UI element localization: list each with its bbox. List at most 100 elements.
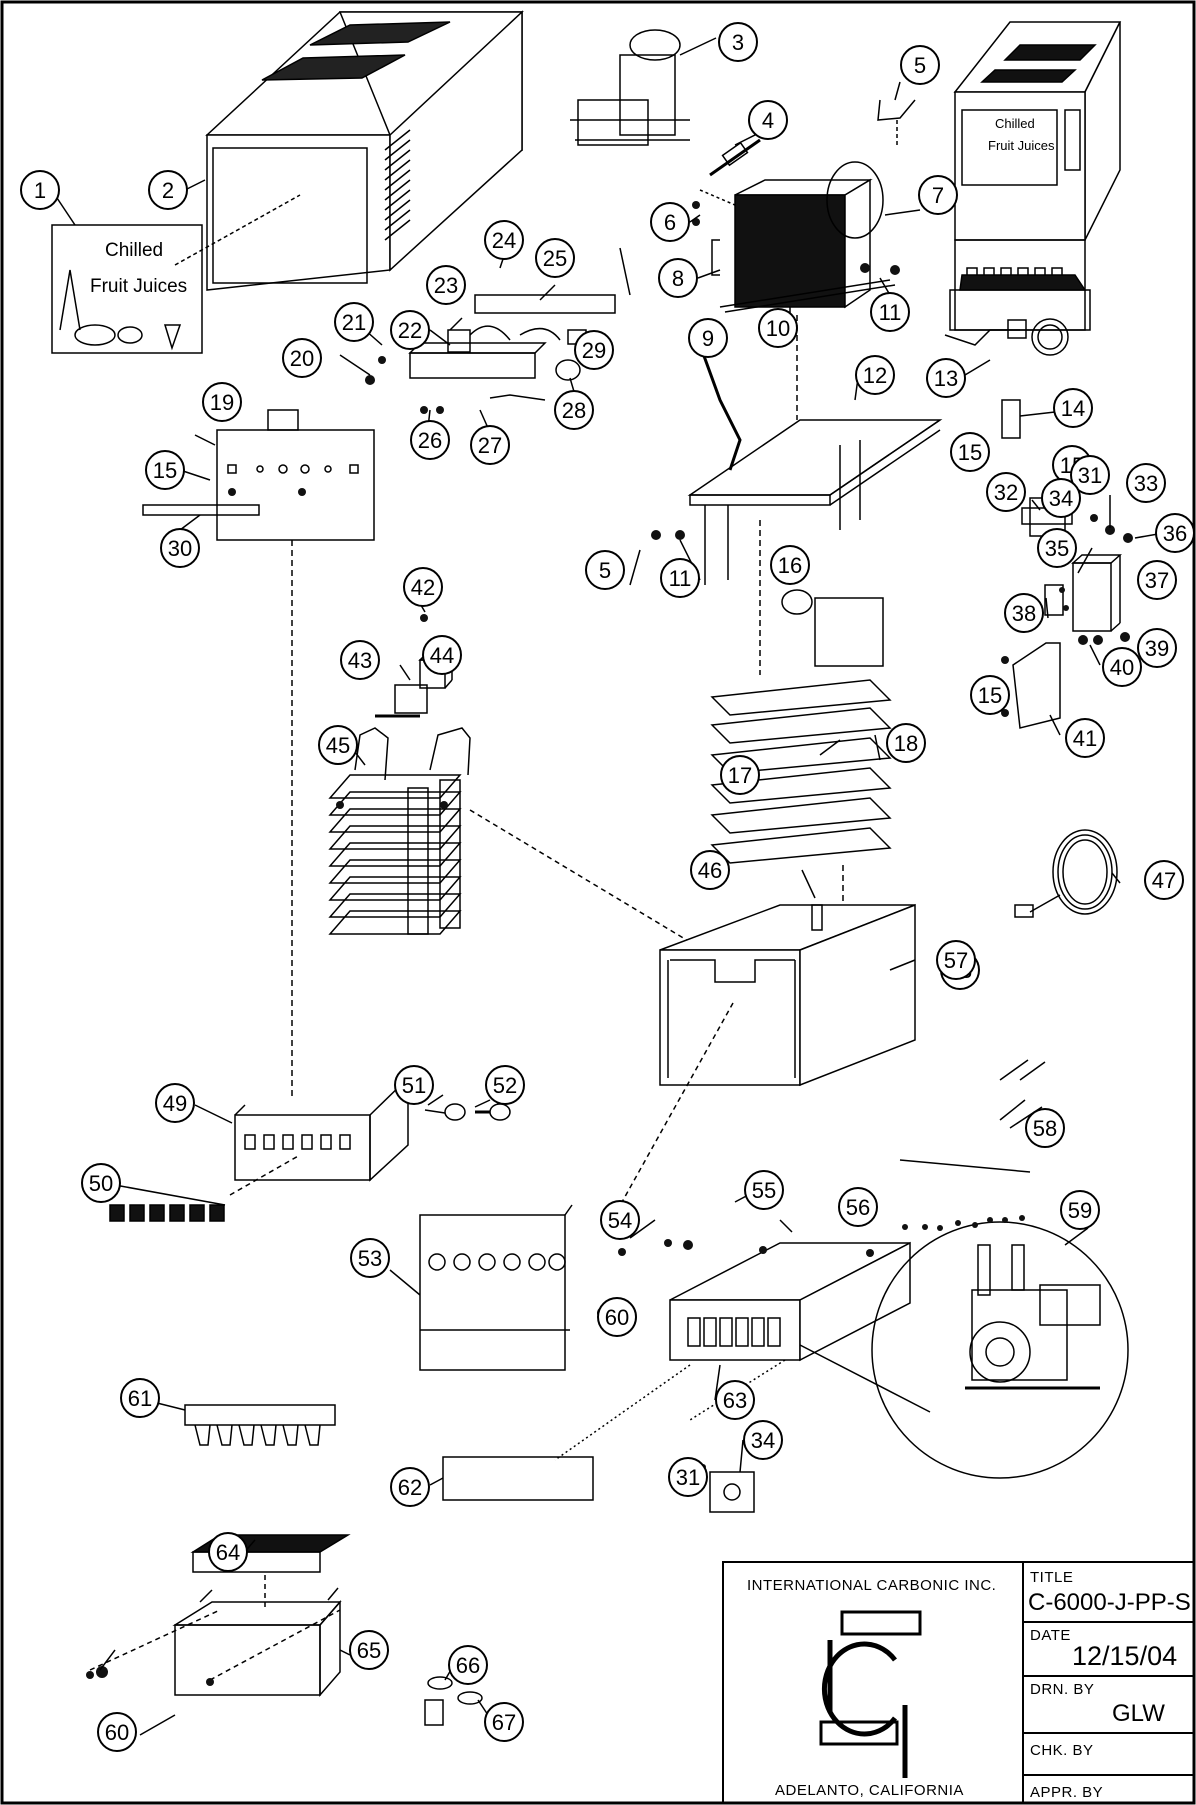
callout-5: 5 xyxy=(585,550,625,590)
callout-label: 11 xyxy=(669,566,692,591)
approved-by-label: APPR. BY xyxy=(1030,1784,1103,1801)
callout-60: 60 xyxy=(597,1297,637,1337)
callout-41: 41 xyxy=(1065,718,1105,758)
callout-15: 15 xyxy=(145,450,185,490)
callout-label: 29 xyxy=(582,338,606,363)
fasteners xyxy=(86,201,1133,1686)
toggle-switches xyxy=(109,1204,225,1222)
callout-44: 44 xyxy=(422,635,462,675)
callout-label: 42 xyxy=(411,575,435,600)
condensing-unit xyxy=(570,29,690,146)
callout-label: 2 xyxy=(162,178,174,203)
part-4-drier xyxy=(709,138,761,177)
callout-label: 39 xyxy=(1145,636,1169,661)
callout-label: 28 xyxy=(562,398,586,423)
callout-2: 2 xyxy=(148,170,188,210)
callout-label: 16 xyxy=(778,553,802,578)
checked-by-label: CHK. BY xyxy=(1030,1742,1094,1759)
part-49-panel xyxy=(234,1076,409,1182)
pump-detail xyxy=(871,1221,1129,1479)
callout-label: 40 xyxy=(1110,655,1134,680)
part-25-bar xyxy=(474,294,616,314)
callout-label: 8 xyxy=(672,266,684,291)
part-22-channel xyxy=(408,325,561,379)
callout-50: 50 xyxy=(81,1163,121,1203)
part-63-tray xyxy=(669,1241,911,1362)
part-53-plate xyxy=(419,1204,573,1371)
callout-24: 24 xyxy=(484,220,524,260)
callout-6: 6 xyxy=(650,202,690,242)
part-drawings xyxy=(51,10,1129,1726)
callout-34: 34 xyxy=(743,1420,783,1460)
callout-39: 39 xyxy=(1137,628,1177,668)
callout-60: 60 xyxy=(97,1712,137,1752)
callout-29: 29 xyxy=(574,330,614,370)
callout-64: 64 xyxy=(208,1532,248,1572)
callout-38: 38 xyxy=(1004,593,1044,633)
part-14-bracket xyxy=(1001,399,1021,439)
callout-label: 35 xyxy=(1045,536,1069,561)
drip-tray xyxy=(172,1587,342,1698)
callout-label: 45 xyxy=(326,733,350,758)
electrical-box xyxy=(216,409,375,541)
callout-45: 45 xyxy=(318,725,358,765)
pump-manifold xyxy=(184,1404,336,1446)
title-block xyxy=(722,1561,1195,1804)
callout-54: 54 xyxy=(600,1200,640,1240)
title-label: TITLE xyxy=(1030,1569,1073,1586)
callout-label: 27 xyxy=(478,433,502,458)
callout-label: 18 xyxy=(894,731,918,756)
callout-label: 43 xyxy=(348,648,372,673)
callout-label: 34 xyxy=(1049,486,1073,511)
ici-logo xyxy=(819,1610,922,1778)
callout-label: 21 xyxy=(342,310,366,335)
callout-7: 7 xyxy=(918,175,958,215)
callout-label: 63 xyxy=(723,1388,747,1413)
callout-label: 52 xyxy=(493,1073,517,1098)
callout-31: 31 xyxy=(1070,455,1110,495)
callout-label: 13 xyxy=(934,366,958,391)
callout-label: 38 xyxy=(1012,601,1036,626)
callout-label: 1 xyxy=(34,178,46,203)
part-16-coil xyxy=(781,589,884,667)
water-tank xyxy=(659,903,916,1087)
callout-32: 32 xyxy=(986,472,1026,512)
cabinet-housing xyxy=(174,10,524,291)
callout-42: 42 xyxy=(403,567,443,607)
callout-37: 37 xyxy=(1137,560,1177,600)
callout-label: 66 xyxy=(456,1653,480,1678)
callout-16: 16 xyxy=(770,545,810,585)
callout-46: 46 xyxy=(690,850,730,890)
callout-label: 22 xyxy=(398,318,422,343)
callout-51: 51 xyxy=(394,1065,434,1105)
callout-17: 17 xyxy=(720,755,760,795)
callout-23: 23 xyxy=(426,265,466,305)
callout-56: 56 xyxy=(838,1187,878,1227)
callout-34: 34 xyxy=(1041,478,1081,518)
callout-47: 47 xyxy=(1144,860,1184,900)
callout-label: 60 xyxy=(605,1305,629,1330)
callout-43: 43 xyxy=(340,640,380,680)
title-value: C-6000-J-PP-S xyxy=(1028,1589,1191,1616)
callout-26: 26 xyxy=(410,420,450,460)
callout-11: 11 xyxy=(870,292,910,332)
thermostat xyxy=(944,318,1069,356)
callout-14: 14 xyxy=(1053,388,1093,428)
callout-13: 13 xyxy=(926,358,966,398)
sign-left-line2: Fruit Juices xyxy=(90,276,187,297)
callout-label: 53 xyxy=(358,1246,382,1271)
callout-label: 47 xyxy=(1152,868,1176,893)
callout-label: 34 xyxy=(751,1428,775,1453)
callout-9: 9 xyxy=(688,318,728,358)
callout-20: 20 xyxy=(282,338,322,378)
callout-19: 19 xyxy=(202,382,242,422)
callout-label: 19 xyxy=(210,390,234,415)
callout-label: 44 xyxy=(430,643,454,668)
callout-21: 21 xyxy=(334,302,374,342)
callout-18: 18 xyxy=(886,723,926,763)
drawn-by-value: GLW xyxy=(1112,1700,1165,1727)
callout-label: 6 xyxy=(664,210,676,235)
sign-left-line1: Chilled xyxy=(105,240,163,261)
callout-label: 24 xyxy=(492,228,516,253)
